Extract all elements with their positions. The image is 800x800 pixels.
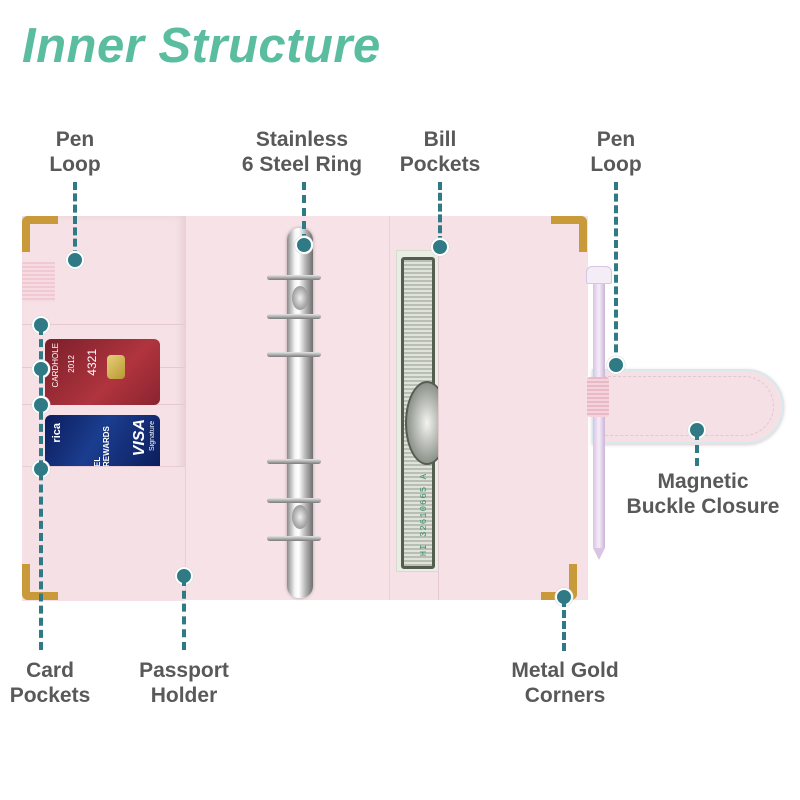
label-line: Pen bbox=[55, 128, 95, 151]
gold-corner-top-left bbox=[22, 216, 58, 252]
card-year-text: 2012 bbox=[67, 355, 76, 373]
label-line: Magnetic bbox=[657, 470, 749, 493]
label-card-pockets: Card Pockets bbox=[10, 658, 91, 708]
ring-binder-spine bbox=[287, 228, 313, 598]
page-title: Inner Structure bbox=[22, 19, 381, 73]
binder-rivet bbox=[292, 286, 308, 310]
pen-loop-elastic-left bbox=[22, 262, 55, 302]
label-steel-ring: Stainless 6 Steel Ring bbox=[242, 127, 362, 177]
label-line: Card bbox=[26, 659, 74, 682]
label-metal-corners: Metal Gold Corners bbox=[511, 658, 618, 708]
binder-ring bbox=[267, 314, 321, 319]
card-issuer-text: rica bbox=[51, 423, 63, 443]
marker-steel-ring bbox=[295, 236, 313, 254]
card-chip-icon bbox=[107, 355, 125, 379]
card-front-pocket bbox=[22, 466, 185, 601]
binder-ring bbox=[267, 275, 321, 280]
label-pen-loop-left: Pen Loop bbox=[49, 127, 100, 177]
label-line: Loop bbox=[590, 153, 642, 176]
label-line: Metal Gold bbox=[511, 659, 619, 682]
leader-pen-loop-right bbox=[614, 182, 618, 364]
bill-serial-number: HI 32610665 A bbox=[419, 473, 429, 557]
label-line: Buckle Closure bbox=[626, 495, 780, 518]
card-number-text: 4321 bbox=[85, 349, 99, 376]
binder-rivet bbox=[292, 505, 308, 529]
marker-pen-loop-left bbox=[66, 251, 84, 269]
leader-pen-loop-left bbox=[73, 182, 77, 258]
card-pocket-edge bbox=[22, 324, 185, 325]
leader-metal-corners bbox=[562, 599, 566, 651]
leader-steel-ring bbox=[302, 182, 306, 242]
label-line: Passport bbox=[139, 659, 229, 682]
leader-passport-holder bbox=[182, 578, 186, 650]
bill-pocket-front bbox=[438, 240, 588, 600]
label-pen-loop-right: Pen Loop bbox=[590, 127, 641, 177]
label-line: Pockets bbox=[9, 684, 91, 707]
marker-bill-pockets bbox=[431, 238, 449, 256]
marker-pen-loop-right bbox=[607, 356, 625, 374]
gold-corner-top-right bbox=[551, 216, 587, 252]
strap-stitching bbox=[598, 376, 774, 436]
label-line: Loop bbox=[49, 153, 101, 176]
card-program-text: EL REWARDS bbox=[93, 426, 111, 467]
label-line: 6 Steel Ring bbox=[241, 153, 363, 176]
pen-loop-elastic-right bbox=[587, 377, 609, 417]
pen-tip bbox=[593, 548, 605, 560]
leader-bill-pockets bbox=[438, 182, 442, 244]
binder-ring bbox=[267, 352, 321, 357]
credit-card-red: CARDHOLE 2012 4321 bbox=[45, 339, 160, 405]
bill-portrait bbox=[405, 381, 440, 465]
visa-signature-text: Signature bbox=[149, 421, 156, 451]
label-passport-holder: Passport Holder bbox=[139, 658, 229, 708]
leader-magnetic-buckle bbox=[695, 432, 699, 466]
label-line: Pockets bbox=[399, 153, 481, 176]
label-line: Pen bbox=[596, 128, 636, 151]
visa-logo: VISA bbox=[131, 419, 148, 457]
label-bill-pockets: Bill Pockets bbox=[400, 127, 481, 177]
card-holder-text: CARDHOLE bbox=[51, 343, 60, 388]
label-line: Stainless bbox=[255, 128, 349, 151]
binder-ring bbox=[267, 536, 321, 541]
pen-cap bbox=[586, 266, 612, 284]
credit-card-visa: rica EL REWARDS VISA Signature bbox=[45, 415, 160, 467]
label-line: Bill bbox=[423, 128, 457, 151]
binder-ring bbox=[267, 459, 321, 464]
label-magnetic-buckle: Magnetic Buckle Closure bbox=[627, 469, 780, 519]
dollar-bill: HI 32610665 A bbox=[396, 250, 441, 572]
leader-card-pockets bbox=[39, 327, 43, 650]
binder-ring bbox=[267, 498, 321, 503]
label-line: Corners bbox=[524, 684, 606, 707]
label-line: Holder bbox=[150, 684, 218, 707]
